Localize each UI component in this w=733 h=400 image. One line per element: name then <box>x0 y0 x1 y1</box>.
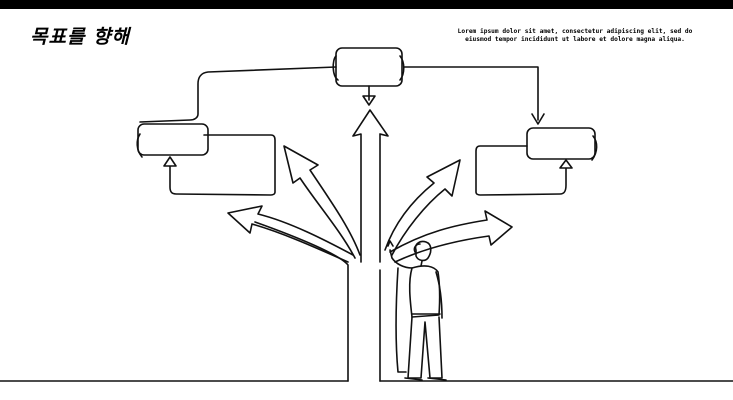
left-box-large <box>163 134 276 196</box>
page-title: 목표를 향해 <box>30 26 131 48</box>
trunk <box>254 221 349 382</box>
connector-right <box>403 66 545 125</box>
arrow-lower-right <box>389 210 513 263</box>
top-bar <box>0 0 733 9</box>
arrow-center <box>352 109 389 263</box>
right-box-small <box>526 127 596 160</box>
person-figure <box>387 240 447 381</box>
top-box-arrow-down <box>362 85 376 106</box>
arrow-upper-left <box>283 145 361 259</box>
left-box-small-shadow <box>136 133 143 158</box>
description-text: Lorem ipsum dolor sit amet, consectetur … <box>457 28 693 43</box>
arrow-upper-right <box>384 159 461 256</box>
right-box-small-shadow <box>591 135 598 161</box>
connector-left <box>139 66 337 123</box>
top-box <box>335 47 403 87</box>
left-box-small <box>137 123 209 156</box>
right-box-large <box>475 145 573 196</box>
top-box-scroll-right <box>399 55 405 81</box>
top-box-scroll-left <box>332 55 339 81</box>
arrow-lower-left <box>227 205 354 263</box>
